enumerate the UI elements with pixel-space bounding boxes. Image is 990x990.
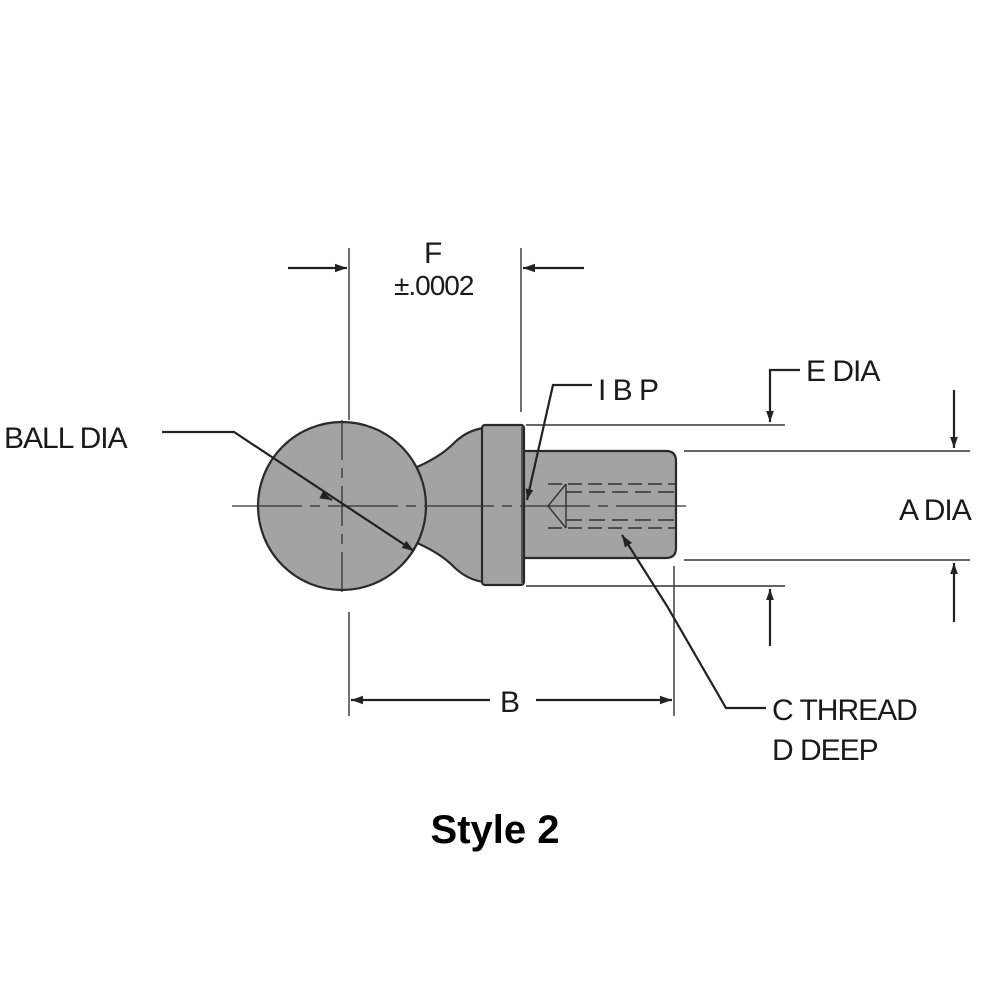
label-f: F <box>424 237 442 270</box>
center-lines <box>232 420 690 594</box>
dimension-e-dia <box>766 368 800 646</box>
label-c-thread: C THREAD <box>772 694 917 727</box>
leader-c-thread <box>621 534 766 710</box>
label-ibp: I B P <box>598 374 658 407</box>
label-f-tolerance: ±.0002 <box>394 270 474 301</box>
drawing-caption: Style 2 <box>430 808 560 852</box>
leader-ball-dia <box>162 430 415 552</box>
leader-ibp <box>525 383 592 501</box>
label-d-deep: D DEEP <box>772 734 878 767</box>
label-b: B <box>500 686 519 719</box>
label-ball-dia: BALL DIA <box>4 422 128 455</box>
label-e-dia: E DIA <box>806 355 880 388</box>
extension-lines <box>348 248 970 716</box>
collar <box>480 423 526 587</box>
label-a-dia: A DIA <box>899 494 972 527</box>
shank <box>520 449 678 560</box>
